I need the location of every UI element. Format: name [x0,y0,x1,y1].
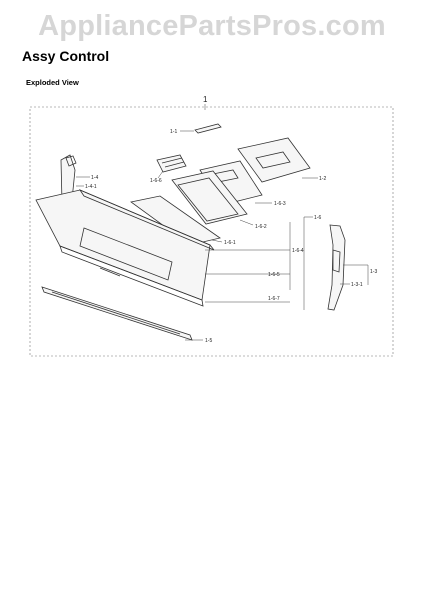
leader-1-6-2 [239,219,254,226]
part-1-3 [327,224,346,311]
view-subtitle: Exploded View [26,78,79,87]
callout-1-6-5: 1-6-5 [268,272,280,278]
part-1-6-2 [171,170,248,225]
callout-1-3: 1-3 [370,269,377,275]
part-1-6-6 [156,154,187,173]
callout-1-6-2: 1-6-2 [255,224,267,230]
part-1-5 [41,286,193,341]
leader-1-6-6 [157,170,164,179]
callout-1-6-4: 1-6-4 [292,248,304,254]
callout-1-6-7: 1-6-7 [268,296,280,302]
callout-1-1: 1-1 [170,129,177,135]
part-1-1 [194,123,222,134]
callout-1-5: 1-5 [205,338,212,344]
leader-1-6-1 [211,239,223,243]
callout-1-6-6: 1-6-6 [150,178,162,184]
part-1-2 [237,137,311,183]
callout-1-6: 1-6 [314,215,321,221]
callout-1-6-1: 1-6-1 [224,240,236,246]
part-control-panel [35,189,215,307]
callout-1-4-1: 1-4-1 [85,184,97,190]
callout-1-4: 1-4 [91,175,98,181]
assembly-boundary [29,106,394,357]
page-title: Assy Control [22,48,110,64]
callout-1-2: 1-2 [319,176,326,182]
callout-1-3-1: 1-3-1 [351,282,363,288]
callout-1-6-3: 1-6-3 [274,201,286,207]
callout-1: 1 [203,95,208,104]
watermark-text: AppliancePartsPros.com [38,10,386,42]
